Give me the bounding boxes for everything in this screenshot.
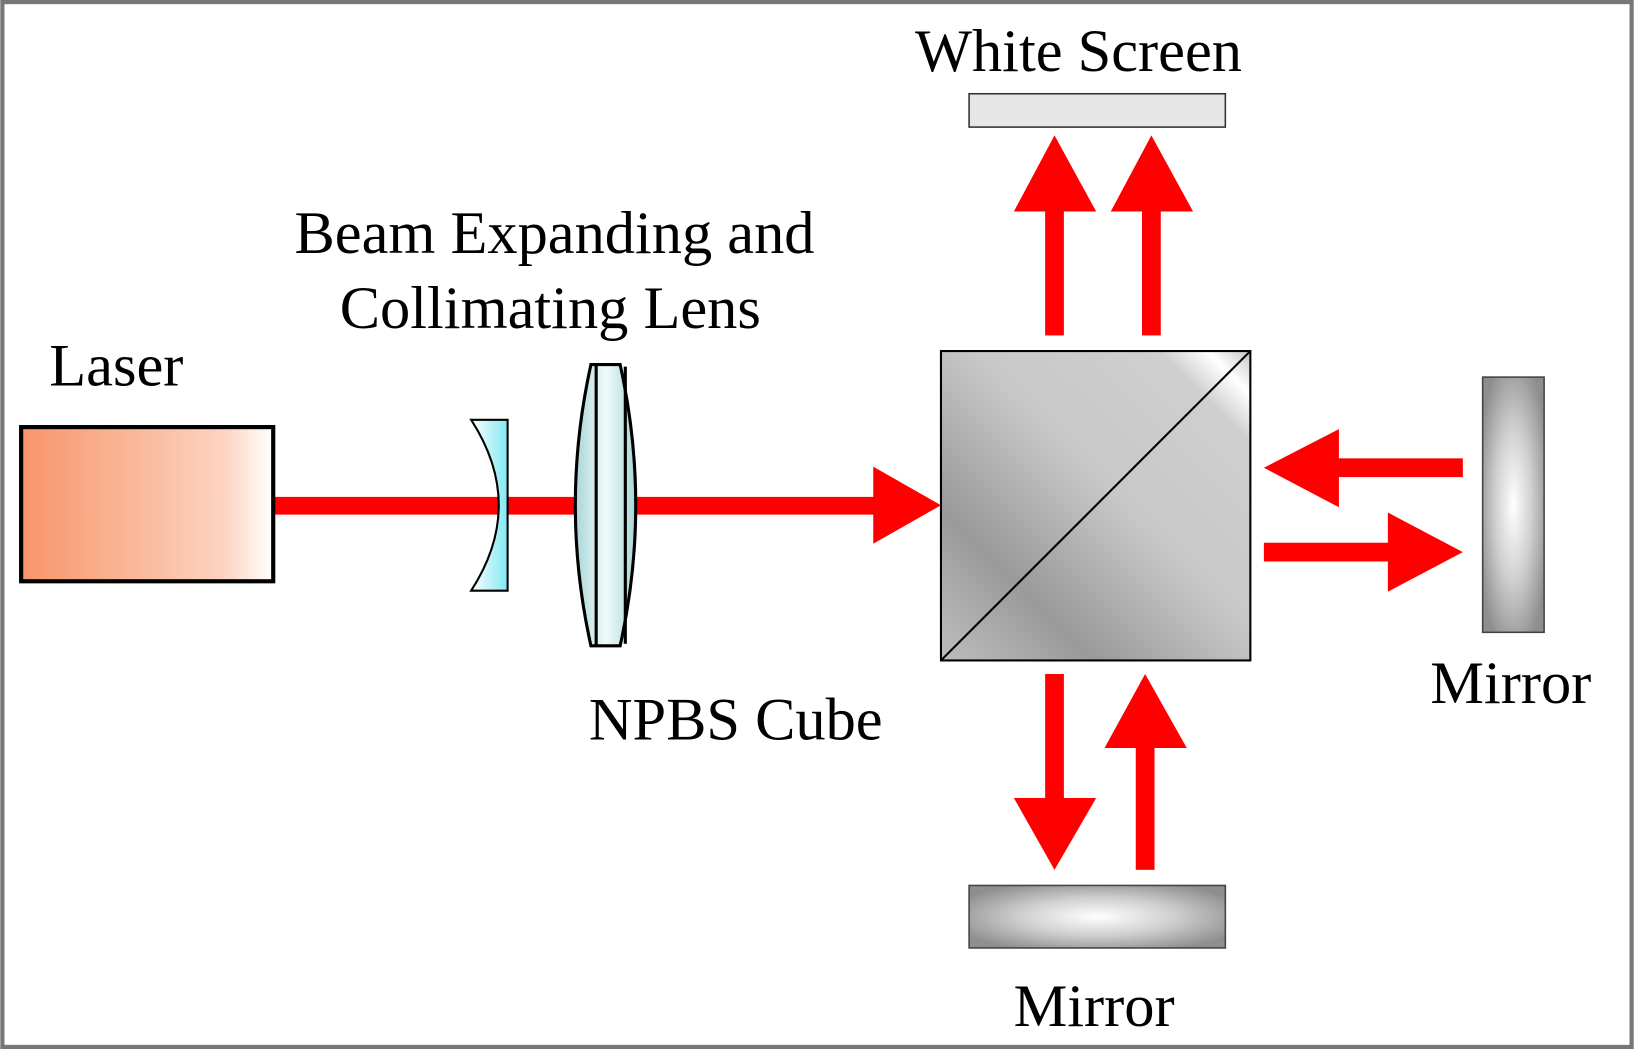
arrow-up-to-screen-2 <box>1110 135 1194 336</box>
arrow-left-from-mirror <box>1263 429 1463 508</box>
arrow-up-from-mirror <box>1104 673 1187 870</box>
concave-lens <box>469 418 509 592</box>
laser-source <box>19 425 276 584</box>
arrow-right-to-mirror <box>1263 512 1463 592</box>
arrow-up-to-screen-1 <box>1013 135 1097 336</box>
arrow-down-to-mirror <box>1013 673 1097 870</box>
npbs-cube <box>939 350 1252 662</box>
collimating-lens <box>573 363 638 648</box>
label-mirror-right: Mirror <box>1430 650 1591 717</box>
label-mirror-bottom: Mirror <box>1014 973 1175 1040</box>
label-laser: Laser <box>49 332 183 399</box>
label-white-screen: White Screen <box>915 18 1242 85</box>
beam-arrow-head <box>873 466 941 544</box>
right-mirror <box>1481 376 1545 634</box>
white-screen <box>968 92 1227 128</box>
bottom-mirror <box>968 884 1227 949</box>
label-lens-line1: Beam Expanding and <box>294 200 814 267</box>
label-lens-line2: Collimating Lens <box>340 275 761 342</box>
label-npbs-cube: NPBS Cube <box>589 687 883 754</box>
